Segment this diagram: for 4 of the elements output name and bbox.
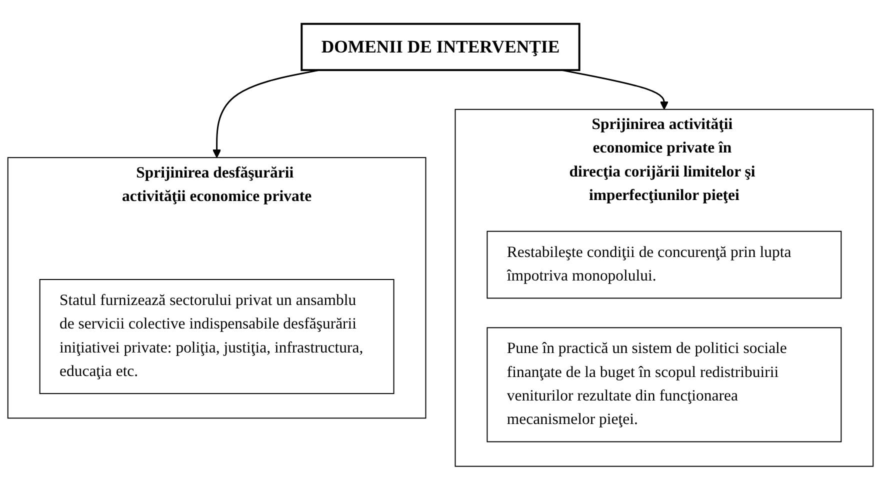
node-box: Restabileşte condiţii de concurenţă prin lupta împotriva monopolului. bbox=[486, 231, 842, 300]
node-box: DOMENII DE INTERVENŢIE bbox=[300, 23, 580, 72]
node-box: Statul furnizează sectorului privat un ansamblu de servicii colective indispensabile desfăşurării iniţiativei private: poliţia, justiţia, infrastructura, educaţia etc. bbox=[39, 279, 394, 394]
node-box: Pune în practică un sistem de politici sociale finanţate de la buget în scopul redistribuirii veniturilor rezultate din funcţionarea mecanismelor pieţei. bbox=[486, 328, 842, 443]
